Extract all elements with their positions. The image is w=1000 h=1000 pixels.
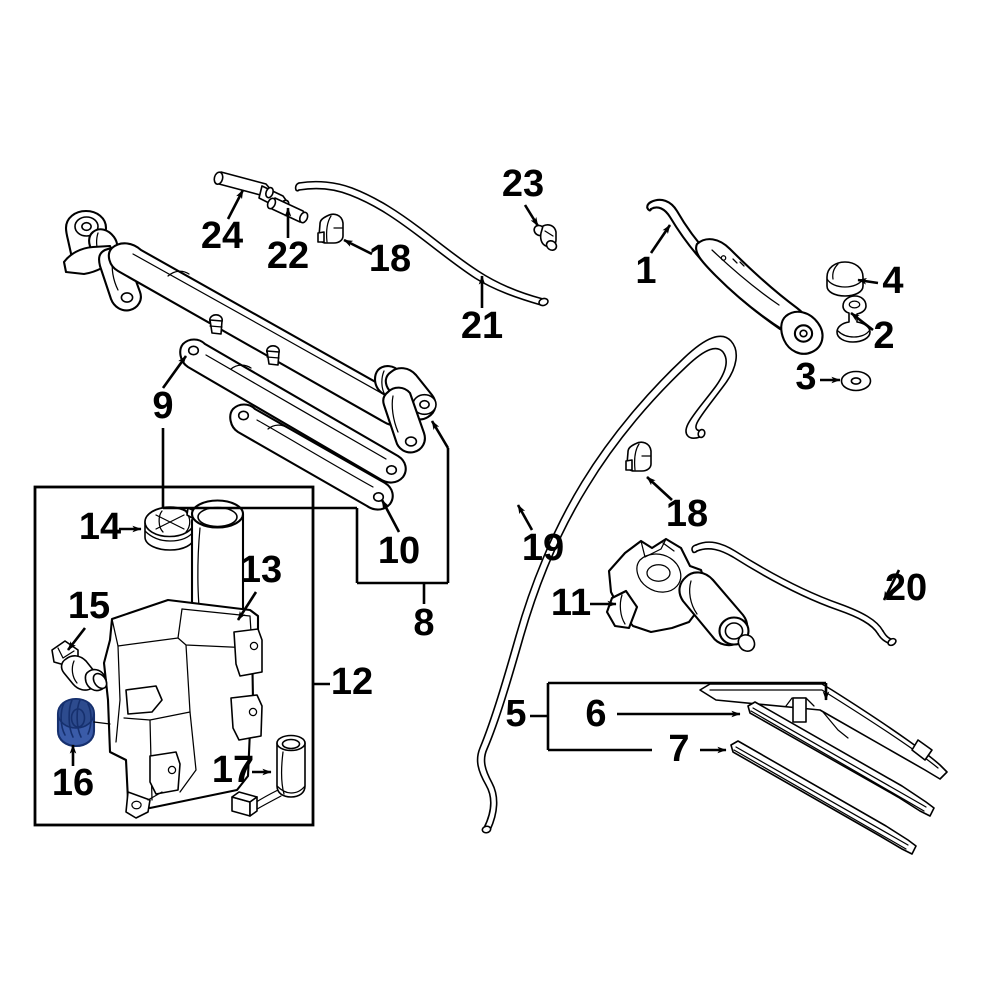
callout-label-11: 11 xyxy=(551,582,591,624)
leader-5-bracket xyxy=(530,681,830,752)
part-washer-hose-y-branch-joint xyxy=(213,171,290,212)
callout-label-19: 19 xyxy=(522,527,564,569)
callout-label-23: 23 xyxy=(502,163,544,205)
part-washer-hose-upper-cowl xyxy=(294,180,549,307)
leader-20 xyxy=(882,569,901,601)
part-washer-fluid-pump xyxy=(231,734,306,817)
part-wiper-arm-flat-washer xyxy=(840,370,872,392)
callout-label-15: 15 xyxy=(68,585,110,627)
leader-13 xyxy=(236,591,258,621)
callout-label-22: 22 xyxy=(267,235,309,277)
part-washer-fluid-hose-main xyxy=(476,335,738,834)
part-washer-fluid-reservoir-tank xyxy=(102,499,263,819)
leader-4 xyxy=(857,278,879,285)
callout-label-20: 20 xyxy=(885,567,927,609)
callout-label-21: 21 xyxy=(461,305,503,347)
leader-19 xyxy=(516,504,534,531)
callout-label-7: 7 xyxy=(668,728,689,770)
part-washer-reservoir-filler-cap xyxy=(144,506,198,551)
callout-numbers: 1 2 3 4 5 6 7 8 9 10 11 12 13 14 15 16 1… xyxy=(52,163,927,804)
part-windshield-wiper-arm xyxy=(646,198,824,355)
part-washer-hose-tee-connector xyxy=(533,224,558,251)
part-windshield-wiper-motor xyxy=(605,537,756,652)
callout-label-18-right: 18 xyxy=(666,493,708,535)
leader-24 xyxy=(226,189,245,220)
callout-label-18-left: 18 xyxy=(369,238,411,280)
callout-label-16: 16 xyxy=(52,762,94,804)
callout-label-4: 4 xyxy=(882,260,903,302)
leader-1 xyxy=(649,224,672,254)
leader-18-right xyxy=(646,476,673,501)
callout-label-12: 12 xyxy=(331,661,373,703)
callout-label-3: 3 xyxy=(795,356,816,398)
part-washer-fluid-hose-secondary xyxy=(691,541,897,647)
part-wiper-linkage-assembly xyxy=(62,209,437,511)
callout-label-8: 8 xyxy=(413,602,434,644)
callout-label-6: 6 xyxy=(585,693,606,735)
part-washer-pump-grommet-seal-highlighted xyxy=(56,697,111,748)
callout-label-13: 13 xyxy=(240,549,282,591)
callout-label-2: 2 xyxy=(873,315,894,357)
leader-15 xyxy=(66,627,87,651)
callout-label-24: 24 xyxy=(201,215,243,257)
part-washer-nozzle-jet-right xyxy=(625,441,652,472)
callout-label-17: 17 xyxy=(212,749,254,791)
leader-8-bracket xyxy=(161,420,450,604)
callout-label-1: 1 xyxy=(635,250,656,292)
leader-23 xyxy=(523,204,540,227)
part-wiper-arm-retaining-nut xyxy=(836,295,871,343)
washer-reservoir-detail-box xyxy=(33,485,315,827)
callout-label-10: 10 xyxy=(378,530,420,572)
callout-label-14: 14 xyxy=(79,506,121,548)
part-washer-nozzle-jet-left xyxy=(317,213,344,244)
linkage-left-pivot xyxy=(62,209,142,312)
leader-9 xyxy=(161,355,188,389)
linkage-right-pivot xyxy=(373,365,437,454)
leader-10 xyxy=(380,499,401,533)
callout-label-5: 5 xyxy=(505,693,526,735)
part-wiper-arm-nut-cover-cap xyxy=(826,261,864,297)
part-wiper-blade-refill-upper xyxy=(747,701,935,817)
leader-18-left xyxy=(343,238,373,256)
leader-2 xyxy=(850,311,874,332)
part-washer-fluid-level-sensor xyxy=(51,640,108,692)
callout-label-9: 9 xyxy=(152,385,173,427)
part-wiper-linkage-drive-link xyxy=(229,403,394,511)
part-wiper-blade-assembly xyxy=(699,683,948,855)
linkage-stud-upper xyxy=(209,313,224,335)
part-wiper-blade-refill-lower xyxy=(730,740,917,855)
linkage-stud-lower xyxy=(265,344,280,366)
